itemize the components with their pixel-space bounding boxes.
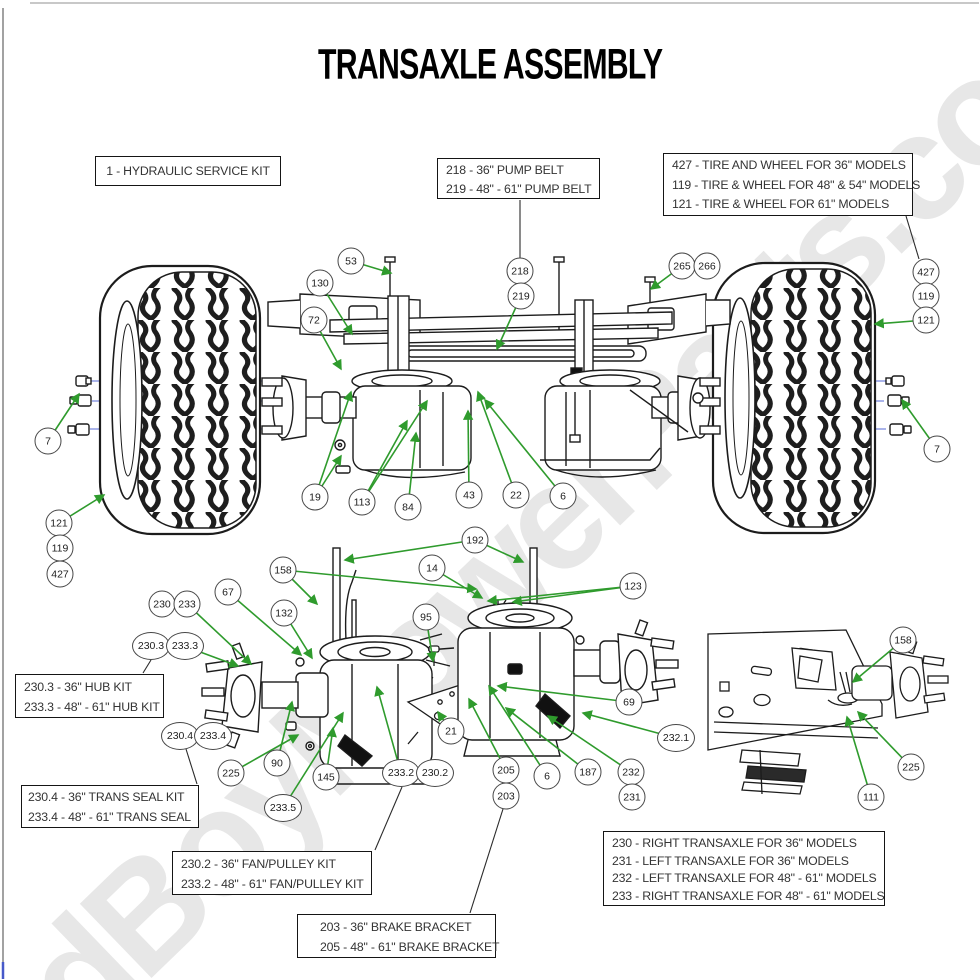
callout-130: 130 xyxy=(306,269,334,297)
callout-219: 219 xyxy=(507,282,535,310)
label-box-pump-belt: 218 - 36" PUMP BELT 219 - 48" - 61" PUMP… xyxy=(437,158,600,199)
leader-arrows xyxy=(47,260,938,809)
label-line: 230 - RIGHT TRANSAXLE FOR 36" MODELS xyxy=(612,836,857,850)
callout-427-left: 427 xyxy=(46,560,74,588)
label-line: 230.4 - 36" TRANS SEAL KIT xyxy=(28,790,185,804)
label-line: 230.3 - 36" HUB KIT xyxy=(24,680,132,694)
central-assembly xyxy=(261,256,731,479)
callout-132: 132 xyxy=(270,599,298,627)
label-line: 231 - LEFT TRANSAXLE FOR 36" MODELS xyxy=(612,853,849,868)
callout-192: 192 xyxy=(461,526,489,554)
lower-right-transaxle xyxy=(457,547,679,757)
label-box-fan-pulley: 230.2 - 36" FAN/PULLEY KIT 233.2 - 48" -… xyxy=(172,851,372,895)
label-line: 205 - 48" - 61" BRAKE BRACKET xyxy=(320,940,500,954)
callout-233: 233 xyxy=(173,590,201,618)
callout-427-right: 427 xyxy=(912,258,940,286)
label-box-trans-seal: 230.4 - 36" TRANS SEAL KIT 233.4 - 48" -… xyxy=(21,785,199,828)
callout-232: 232 xyxy=(617,758,645,786)
callout-7-left: 7 xyxy=(34,427,62,455)
callout-225-inset: 225 xyxy=(897,753,925,781)
callout-218: 218 xyxy=(506,257,534,285)
label-line: 121 - TIRE & WHEEL FOR 61" MODELS xyxy=(672,197,890,211)
label-line: 427 - TIRE AND WHEEL FOR 36" MODELS xyxy=(672,158,906,172)
right-tire xyxy=(711,261,877,535)
label-box-tire-wheel: 427 - TIRE AND WHEEL FOR 36" MODELS 119 … xyxy=(663,153,921,216)
callout-19: 19 xyxy=(301,483,329,511)
callout-123: 123 xyxy=(619,572,647,600)
callout-6-bottom: 6 xyxy=(533,762,561,790)
callout-233-2: 233.2 xyxy=(382,759,420,787)
label-line: 218 - 36" PUMP BELT xyxy=(446,163,564,177)
callout-72: 72 xyxy=(300,306,328,334)
callout-230: 230 xyxy=(148,590,176,618)
callout-158: 158 xyxy=(269,556,297,584)
callout-121-left: 121 xyxy=(45,509,73,537)
callout-53: 53 xyxy=(337,247,365,275)
label-box-hydraulic-kit: 1 - HYDRAULIC SERVICE KIT xyxy=(95,156,281,186)
callout-21: 21 xyxy=(437,717,465,745)
callout-187: 187 xyxy=(574,758,602,786)
label-line: 232 - LEFT TRANSAXLE FOR 48" - 61" MODEL… xyxy=(612,871,877,885)
page-title-text: TRANSAXLE ASSEMBLY xyxy=(317,39,663,88)
label-line: 119 - TIRE & WHEEL FOR 48" & 54" MODELS xyxy=(672,177,921,192)
label-line: 233 - RIGHT TRANSAXLE FOR 48" - 61" MODE… xyxy=(612,888,885,903)
callout-205: 205 xyxy=(492,756,520,784)
callout-266: 266 xyxy=(693,252,721,280)
callout-233-5: 233.5 xyxy=(264,794,302,822)
page-title: TRANSAXLE ASSEMBLY xyxy=(0,40,980,88)
callout-22: 22 xyxy=(502,481,530,509)
callout-113: 113 xyxy=(348,488,376,516)
callout-119-right: 119 xyxy=(912,282,940,310)
label-line: 219 - 48" - 61" PUMP BELT xyxy=(446,182,592,196)
label-line: 1 - HYDRAULIC SERVICE KIT xyxy=(106,164,270,178)
callout-231: 231 xyxy=(618,783,646,811)
callout-111: 111 xyxy=(857,783,885,811)
label-box-hub-kit: 230.3 - 36" HUB KIT 233.3 - 48" - 61" HU… xyxy=(15,674,164,718)
callout-230-3: 230.3 xyxy=(132,632,170,660)
callout-95: 95 xyxy=(412,603,440,631)
callout-69: 69 xyxy=(615,688,643,716)
label-line: 230.2 - 36" FAN/PULLEY KIT xyxy=(181,857,336,871)
callout-6-top: 6 xyxy=(549,482,577,510)
label-line: 233.3 - 48" - 61" HUB KIT xyxy=(24,700,160,714)
callout-158-inset: 158 xyxy=(889,626,917,654)
callout-14: 14 xyxy=(418,554,446,582)
left-tire xyxy=(98,264,262,536)
callout-7-right: 7 xyxy=(923,435,951,463)
callout-145: 145 xyxy=(312,763,340,791)
label-line: 233.4 - 48" - 61" TRANS SEAL xyxy=(28,809,191,824)
callout-43: 43 xyxy=(455,481,483,509)
callout-225: 225 xyxy=(217,759,245,787)
callout-265: 265 xyxy=(668,252,696,280)
callout-232-1: 232.1 xyxy=(657,724,695,752)
callout-203: 203 xyxy=(492,782,520,810)
callout-121-right: 121 xyxy=(912,306,940,334)
black-leader-lines xyxy=(142,200,920,914)
label-box-brake-bracket: 203 - 36" BRAKE BRACKET 205 - 48" - 61" … xyxy=(297,914,500,958)
callout-233-4: 233.4 xyxy=(194,722,232,750)
label-line: 203 - 36" BRAKE BRACKET xyxy=(320,920,472,934)
label-box-transaxle-models: 230 - RIGHT TRANSAXLE FOR 36" MODELS 231… xyxy=(603,831,885,906)
callout-233-3: 233.3 xyxy=(166,632,204,660)
callout-84: 84 xyxy=(394,493,422,521)
label-line: 233.2 - 48" - 61" FAN/PULLEY KIT xyxy=(181,877,364,891)
callout-90: 90 xyxy=(263,749,291,777)
callout-67: 67 xyxy=(214,578,242,606)
frame-inset-detail xyxy=(707,629,949,795)
callout-230-4: 230.4 xyxy=(161,722,199,750)
callout-230-2: 230.2 xyxy=(416,759,454,787)
callout-119-left: 119 xyxy=(46,534,74,562)
